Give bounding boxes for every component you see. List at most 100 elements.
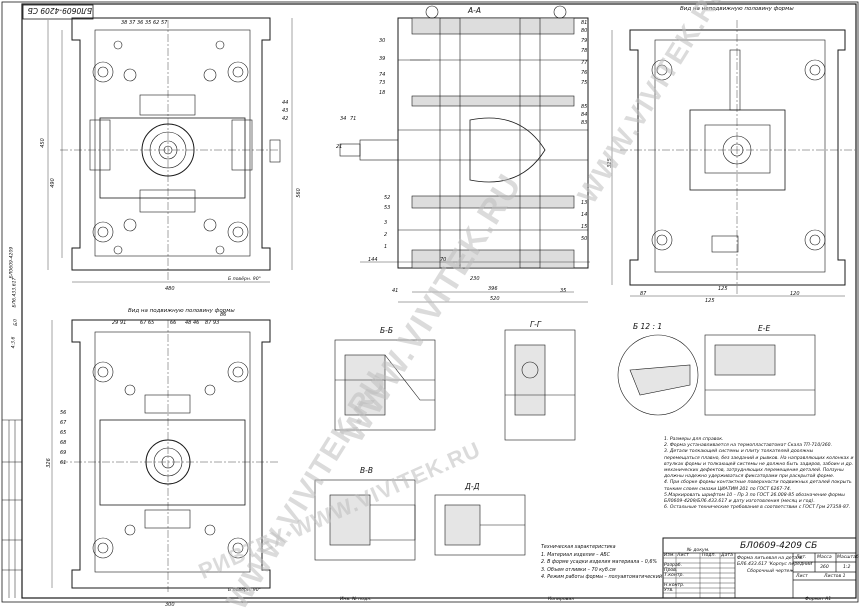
mass-value: 360 (820, 565, 829, 570)
note-line: перемещаться плавно, без заеданий и рывк… (664, 455, 854, 461)
balloon: 81 (581, 20, 588, 26)
balloon: 46 (193, 320, 200, 326)
note-line: 6. Остальные технические требования в со… (664, 505, 851, 511)
balloon: 86 (220, 312, 227, 318)
stamp-row-prov: Пров. (664, 568, 678, 573)
balloon: 61 (60, 460, 67, 466)
dim-125: 125 (718, 286, 728, 292)
side-code-2: 4:3.6 (11, 336, 17, 349)
inv-label: Инв. № подл. (340, 597, 372, 602)
balloon: 65 (148, 320, 155, 326)
section-aa-label: А-А (468, 6, 481, 15)
dim-300: 300 (165, 602, 175, 608)
lit-label: Лит. (796, 555, 807, 560)
balloon: 65 (60, 430, 67, 436)
balloon: 14 (581, 212, 588, 218)
balloon: 50 (581, 236, 588, 242)
side-code-1: БЛ (13, 319, 19, 326)
balloon: 78 (581, 48, 588, 54)
dim-120: 120 (790, 291, 800, 297)
dim-396: 396 (488, 286, 498, 292)
dim-144: 144 (368, 257, 378, 263)
side-code-3: БЛ6.433.617 (12, 277, 18, 308)
balloon: 56 (60, 410, 67, 416)
balloon: 84 (581, 112, 588, 118)
sheet-label: Лист (796, 574, 808, 579)
dim-35: 35 (560, 288, 567, 294)
left-margin-strip (2, 419, 22, 598)
stamp-row-data: Дата (721, 553, 733, 558)
plan-view-fixed-half (47, 17, 293, 283)
balloon: 91 (120, 320, 127, 326)
balloon: 77 (581, 60, 588, 66)
dim-490: 490 (49, 178, 56, 188)
balloon: 73 (379, 80, 386, 86)
detail-b-label: Б 12 : 1 (633, 322, 663, 331)
balloon: 83 (581, 120, 588, 126)
balloon: 93 (213, 320, 220, 326)
inner-frame (21, 3, 857, 599)
stamp-row-podp: Подп. (702, 553, 716, 558)
side-code-4: БЛ0609-4209 (9, 246, 15, 279)
stamp-row-list: Лист (677, 553, 689, 558)
balloon: 36 (137, 20, 144, 26)
stamp-row-razrab: Разраб. (664, 563, 683, 568)
balloon: 76 (581, 70, 588, 76)
section-dd (434, 494, 526, 556)
dim-125b: 125 (705, 298, 715, 304)
balloon: 44 (282, 100, 289, 106)
balloon: 2 (384, 232, 388, 238)
balloon: 13 (581, 200, 588, 206)
section-ee (704, 334, 816, 416)
balloon: 52 (384, 195, 391, 201)
balloon: 71 (350, 116, 357, 122)
balloon: 74 (379, 72, 386, 78)
dim-480: 480 (165, 286, 175, 292)
note-line: 1. Размеры для справок. (664, 437, 724, 442)
dim-520: 520 (490, 296, 500, 302)
dim-230: 230 (470, 276, 480, 282)
view-label-moving: Вид на подвижную половину формы (128, 308, 235, 314)
note-line: БЛ0609-4209/БЛ6.433.617 и дату изготовле… (664, 499, 815, 505)
view-label-fixed: Вид на неподвижную половину формы (680, 6, 794, 12)
balloon: 66 (170, 320, 177, 326)
general-notes: 1. Размеры для справок. 2. Форма устанав… (664, 437, 854, 511)
section-gg-label: Г-Г (530, 320, 542, 329)
tech-spec-item: 1. Материал изделия – АБС (541, 552, 610, 558)
balloon: 62 (153, 20, 160, 26)
mass-label: Масса (817, 555, 832, 560)
balloon: 3 (384, 220, 388, 226)
section-dd-label: Д-Д (465, 482, 480, 491)
balloon: 15 (581, 224, 588, 230)
rotated-doc-number: БЛ0609-4209 СБ (27, 6, 92, 15)
note-line: механических дефектов, затрудняющих пере… (664, 468, 844, 474)
sheet-frame (1, 1, 859, 603)
dim-41: 41 (392, 288, 399, 294)
balloon: 34 (340, 116, 347, 122)
stamp-row-nkontr: Н.контр. (664, 583, 685, 588)
tech-spec-item: 2. В форме усадки изделия материала – 0,… (541, 560, 657, 566)
note-line: 3. Детали толкающей системы и плиту толк… (664, 449, 814, 455)
section-ee-label: Е-Е (758, 324, 771, 333)
section-gg (504, 329, 576, 441)
note-line: втулках формы и толкающей системы не дол… (664, 461, 854, 467)
balloon: 68 (60, 440, 67, 446)
dim-21: 21 (336, 144, 343, 150)
balloon: 37 (129, 20, 136, 26)
plan-view-right (611, 20, 855, 297)
stamp-row-utv: Утв. (664, 588, 674, 593)
section-vv (314, 479, 416, 561)
balloon: 69 (60, 450, 67, 456)
tech-specs-heading: Техническая характеристика (541, 545, 616, 550)
sheets-label: Листов 1 (824, 574, 846, 579)
rotated-stamp-box (22, 4, 94, 20)
balloon: 39 (379, 56, 386, 62)
stamp-row-izm: Изм. (664, 553, 675, 558)
note-line: 2. Форма устанавливается на термопластав… (664, 443, 833, 449)
balloon: 67 (140, 320, 147, 326)
doc-number-main: БЛ0609-4209 СБ (740, 541, 818, 551)
dim-87: 87 (640, 291, 647, 297)
balloon: 57 (161, 20, 168, 26)
balloon: 1 (384, 244, 388, 250)
